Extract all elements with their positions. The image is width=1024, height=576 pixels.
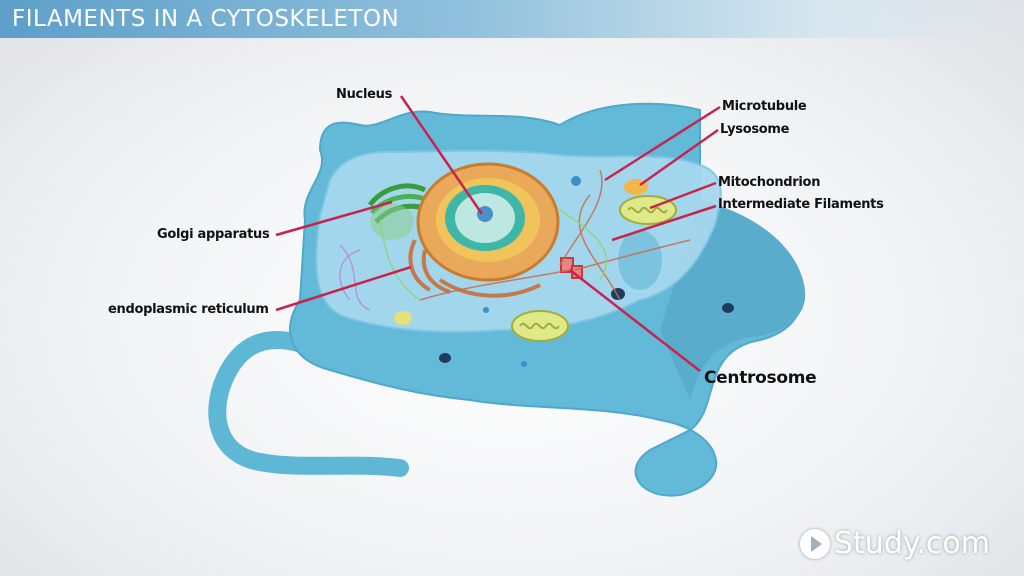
dark-vesicle-2 (722, 303, 734, 313)
dark-vesicle-3 (439, 353, 451, 363)
leader-er (275, 265, 412, 312)
title-bar: FILAMENTS IN A CYTOSKELETON (0, 0, 1024, 38)
play-icon (800, 528, 830, 559)
leader-lines (275, 95, 721, 372)
label-golgi-apparatus: Golgi apparatus (157, 227, 270, 242)
label-intermediate-filaments: Intermediate Filaments (718, 197, 884, 212)
label-endoplasmic-reticulum: endoplasmic reticulum (108, 302, 269, 317)
flagellum (208, 331, 409, 477)
brand-name: Study.com (834, 526, 990, 561)
label-nucleus: Nucleus (336, 87, 393, 102)
brand-logo: Study.com (800, 526, 990, 561)
leader-centrosome (569, 269, 701, 372)
blue-vesicle-3 (483, 307, 489, 313)
yellow-vesicle (394, 311, 412, 325)
label-mitochondrion: Mitochondrion (718, 175, 821, 190)
leader-mitochondrion (649, 181, 717, 210)
dark-vesicle-1 (611, 288, 625, 300)
blue-vesicle-1 (571, 176, 581, 186)
leader-intermediate-filaments (611, 204, 717, 242)
label-microtubule: Microtubule (722, 99, 807, 114)
er-body (408, 239, 541, 298)
vacuole (618, 230, 662, 290)
leader-lysosome (639, 128, 719, 187)
filaments (339, 169, 691, 311)
leader-golgi (275, 200, 393, 237)
mitochondrion-2 (511, 310, 569, 342)
blue-vesicle-2 (521, 361, 527, 367)
label-centrosome: Centrosome (704, 368, 817, 388)
label-lysosome: Lysosome (720, 122, 790, 137)
leader-microtubule (604, 105, 721, 182)
leader-nucleus (399, 95, 484, 215)
nucleus-body (416, 162, 560, 282)
page-title: FILAMENTS IN A CYTOSKELETON (12, 6, 400, 32)
